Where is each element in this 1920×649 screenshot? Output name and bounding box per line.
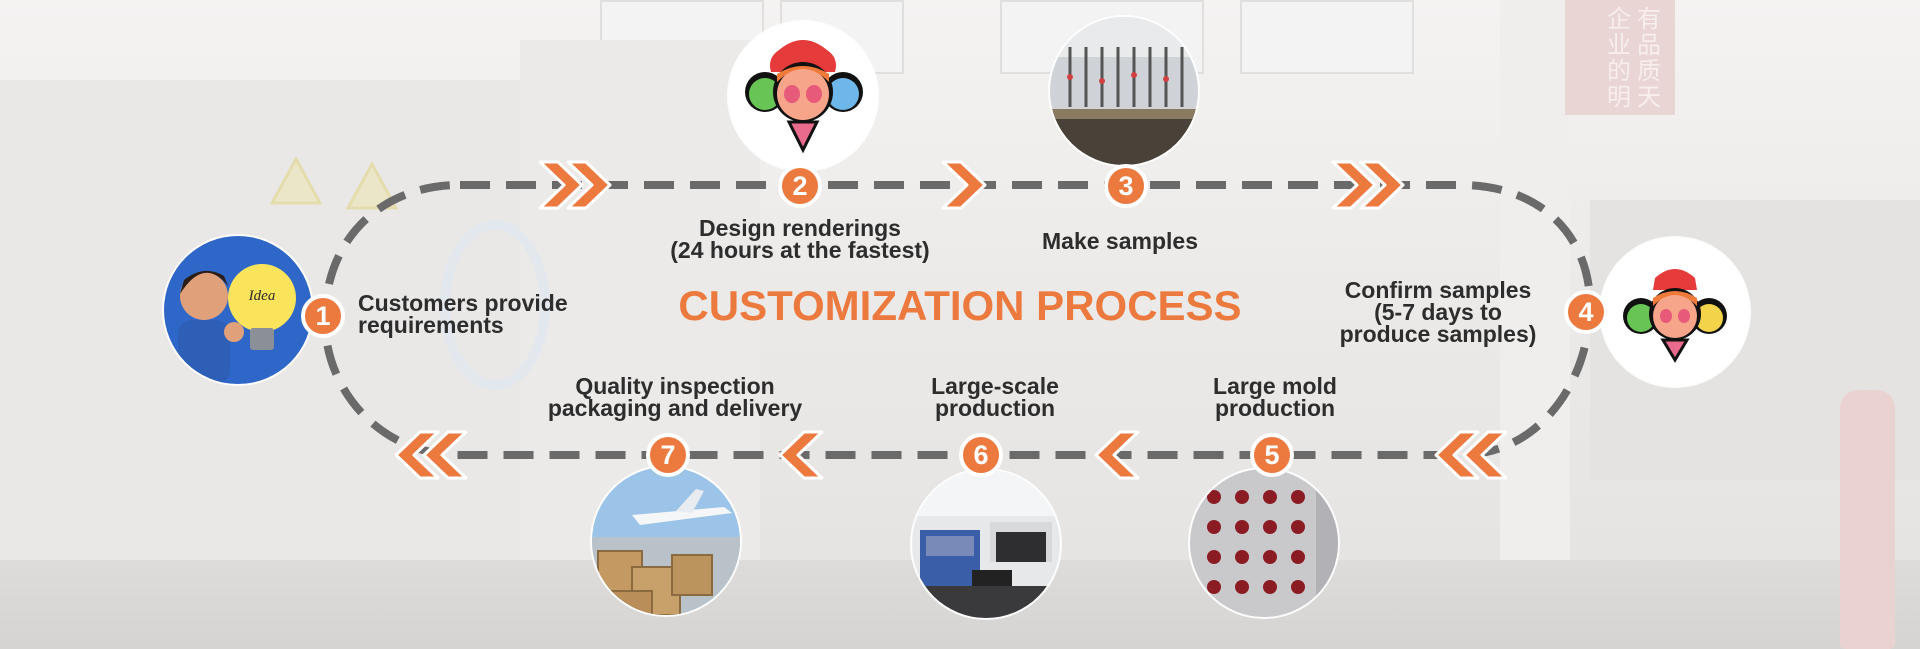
step-4-number-badge: 4 xyxy=(1564,290,1608,334)
step-7-label: Quality inspection packaging and deliver… xyxy=(520,373,830,421)
step-1-label-line: Customers provide xyxy=(358,290,568,316)
step-7-number-badge: 7 xyxy=(646,433,690,477)
background-logo-ring xyxy=(440,220,550,390)
warning-sign-icon xyxy=(269,155,323,207)
step-4-photo-confirmed-samples xyxy=(1601,238,1749,386)
slogan-char: 天 xyxy=(1637,83,1661,111)
background-window xyxy=(1240,0,1414,74)
slogan-char: 质 xyxy=(1637,57,1661,85)
slogan-char: 明 xyxy=(1607,83,1631,111)
step-3-label-line: Make samples xyxy=(1042,228,1198,254)
step-4-label-line: produce samples) xyxy=(1339,321,1537,347)
step-4-label-line: (5-7 days to xyxy=(1374,299,1502,325)
step-7-photo-shipping-delivery xyxy=(592,467,740,615)
background-fire-extinguisher xyxy=(1840,390,1895,649)
step-2-number-badge: 2 xyxy=(778,164,822,208)
step-2-photo-design-rendering xyxy=(729,22,877,170)
step-2-label-line: Design renderings xyxy=(699,215,901,241)
step-6-label-line: production xyxy=(934,395,1056,421)
chevron-right-icon xyxy=(941,160,987,210)
step-7-label-line: Quality inspection xyxy=(575,373,775,399)
step-3-label: Make samples xyxy=(1000,228,1240,254)
step-5-label-line: Large mold xyxy=(1213,373,1337,399)
step-1-number-badge: 1 xyxy=(301,294,345,338)
chevron-right-icon xyxy=(1331,160,1405,210)
slogan-char: 的 xyxy=(1607,57,1631,85)
step-5-label: Large mold production xyxy=(1160,373,1390,421)
background-slogan-banner: 有 品 质 企 业 的 明 天 xyxy=(1565,0,1675,115)
step-4-label: Confirm samples (5-7 days to produce sam… xyxy=(1318,277,1558,347)
step-3-photo-sample-machine xyxy=(1050,17,1198,165)
process-title: CUSTOMIZATION PROCESS xyxy=(678,282,1242,329)
chevron-left-icon xyxy=(778,430,824,480)
slogan-char: 品 xyxy=(1637,31,1661,59)
slogan-char: 业 xyxy=(1607,31,1631,59)
step-7-label-line: packaging and delivery xyxy=(547,395,803,421)
step-6-number-badge: 6 xyxy=(959,433,1003,477)
slogan-char: 有 xyxy=(1637,5,1661,33)
step-5-number-badge: 5 xyxy=(1250,433,1294,477)
step-6-label: Large-scale production xyxy=(880,373,1110,421)
chevron-left-icon xyxy=(1434,430,1508,480)
step-5-photo-mold-plate xyxy=(1190,469,1338,617)
step-2-label-line: (24 hours at the fastest) xyxy=(670,237,930,263)
slogan-char: 企 xyxy=(1607,5,1631,33)
step-5-label-line: production xyxy=(1214,395,1336,421)
step-3-number-badge: 3 xyxy=(1104,164,1148,208)
step-1-label: Customers provide requirements xyxy=(358,290,568,338)
step-6-photo-production-floor xyxy=(912,470,1060,618)
step-2-label: Design renderings (24 hours at the faste… xyxy=(630,215,970,263)
chevron-left-icon xyxy=(394,430,468,480)
chevron-right-icon xyxy=(538,160,612,210)
chevron-left-icon xyxy=(1094,430,1140,480)
step-1-label-line: requirements xyxy=(358,312,504,338)
step-1-photo-idea-bulb: Idea xyxy=(164,236,312,384)
step-6-label-line: Large-scale xyxy=(931,373,1059,399)
background-pillar xyxy=(1500,0,1570,560)
warning-sign-icon xyxy=(345,160,399,212)
idea-bulb-lettering: Idea xyxy=(248,288,276,304)
step-4-label-line: Confirm samples xyxy=(1344,277,1532,303)
